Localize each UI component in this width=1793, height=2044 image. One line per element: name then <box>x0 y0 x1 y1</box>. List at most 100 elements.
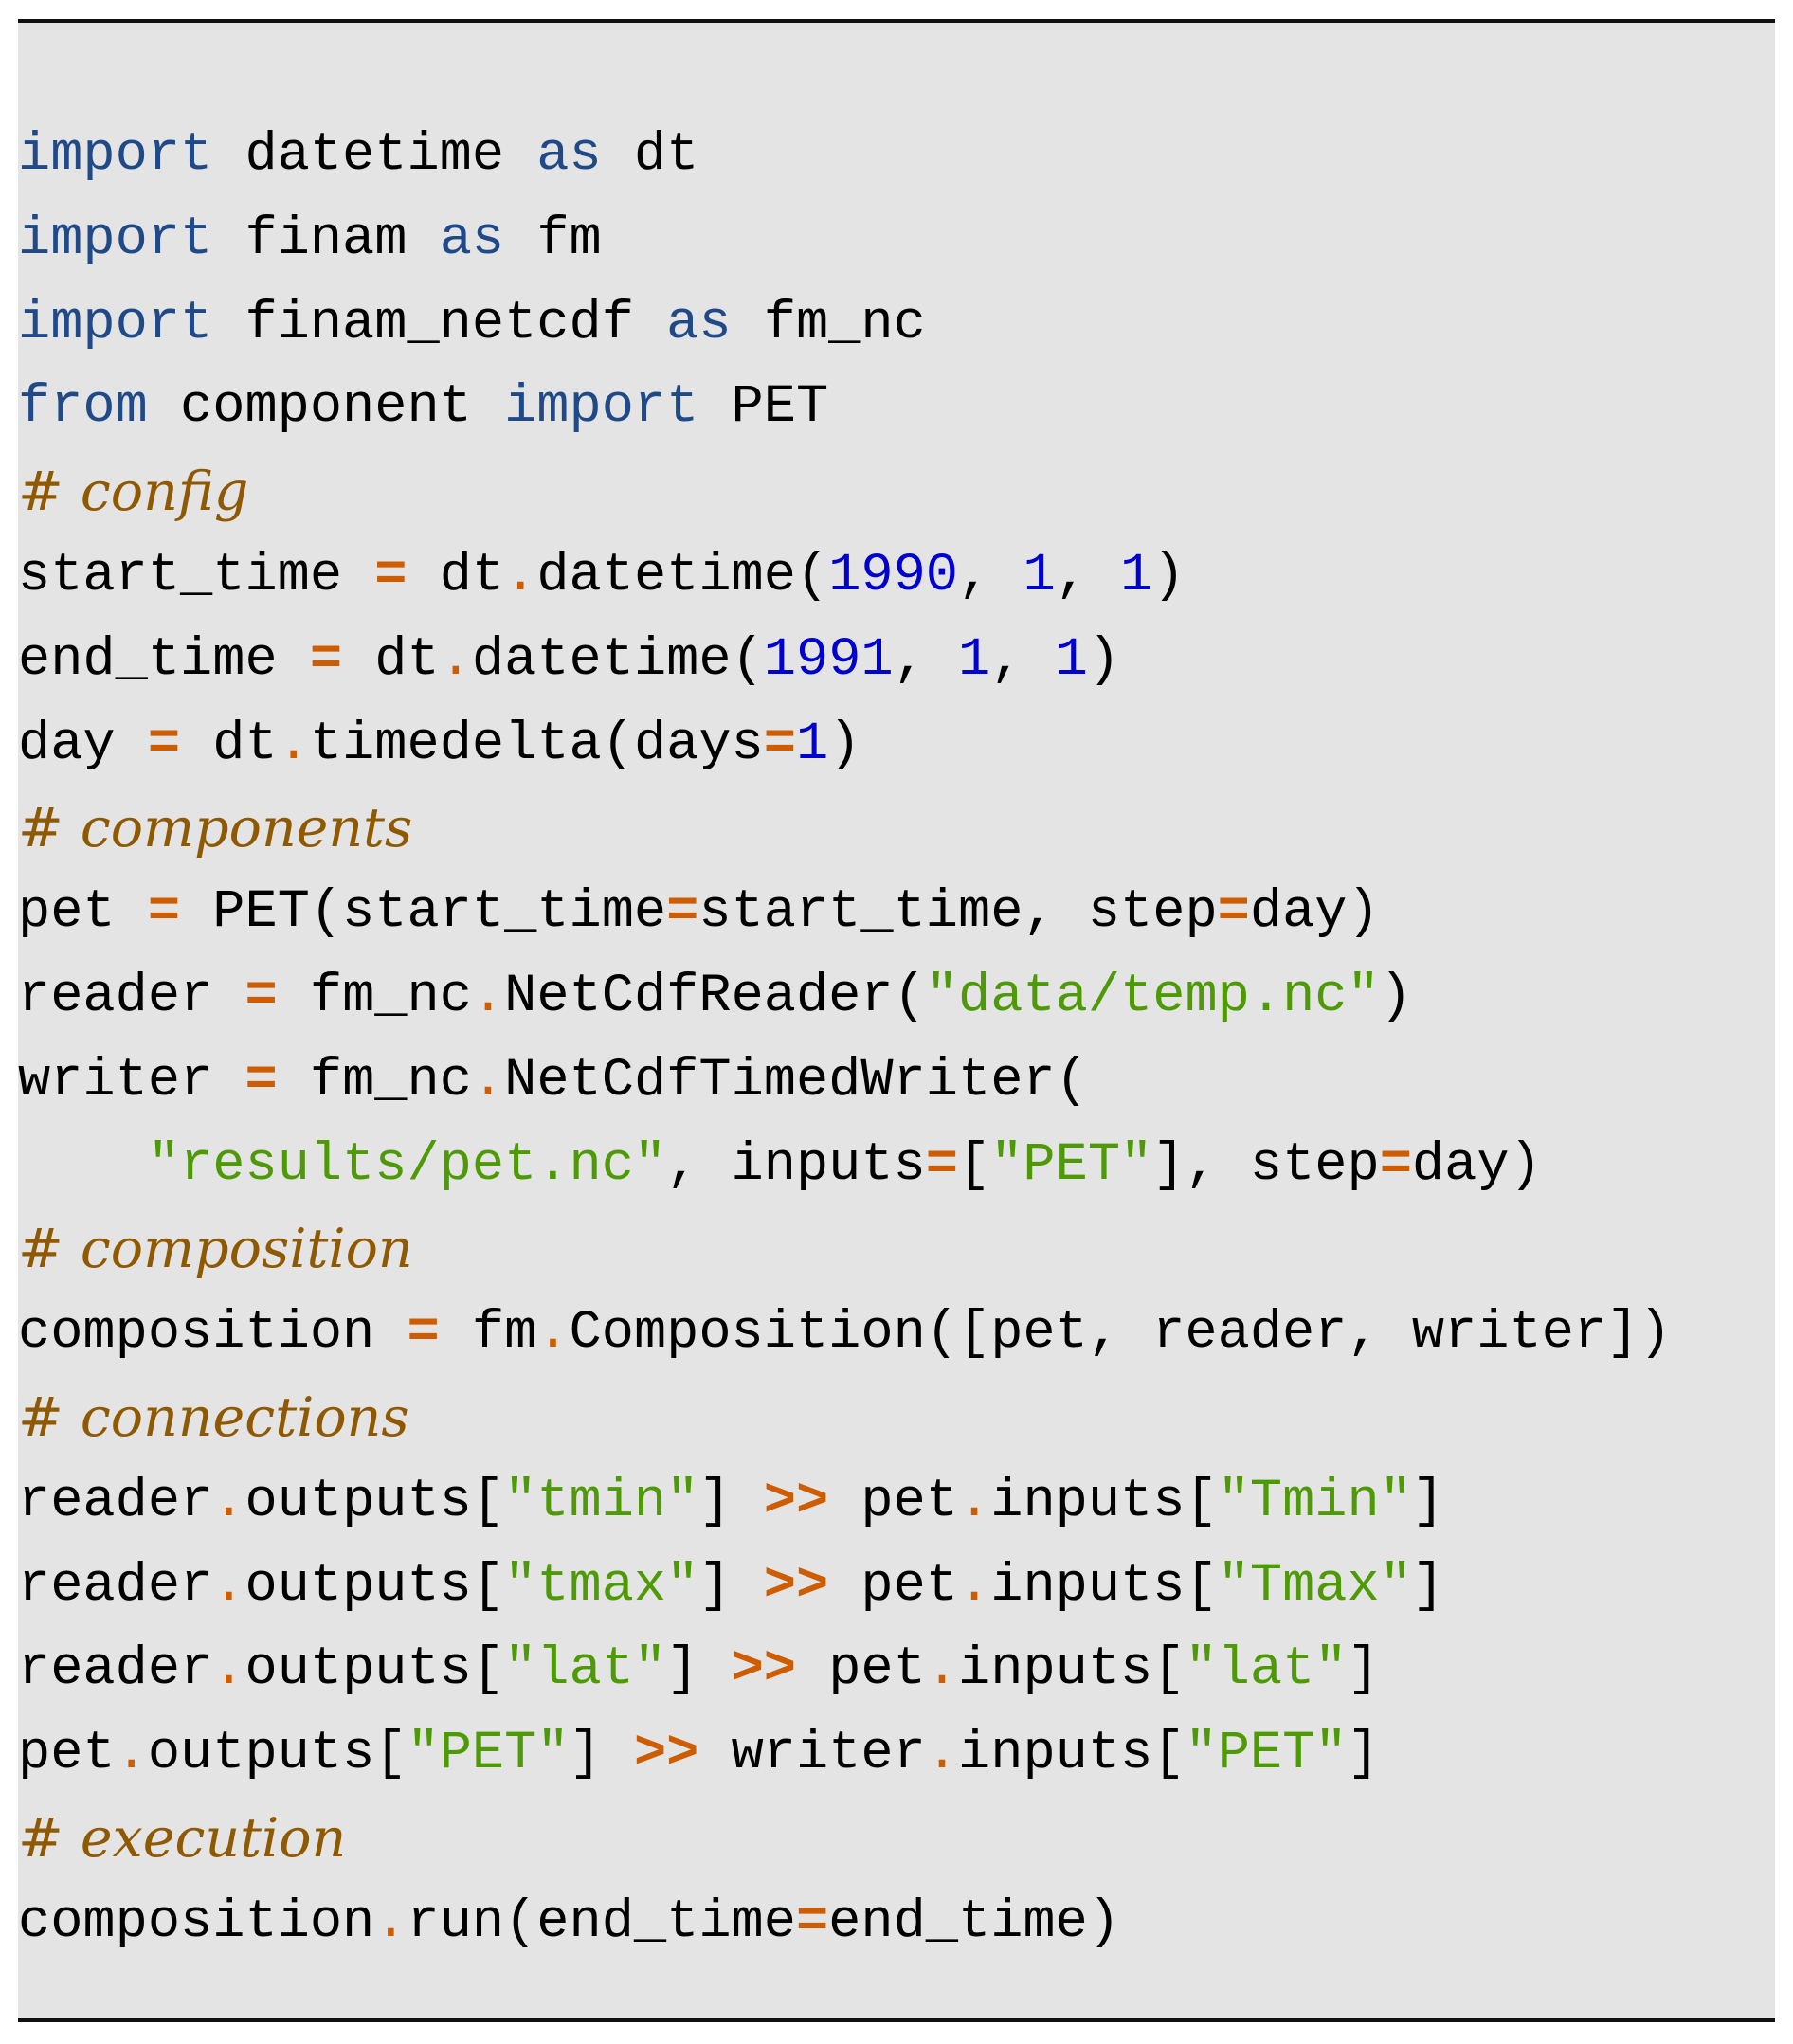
code-text-token: , <box>893 629 959 691</box>
code-line: reader = fm_nc.NetCdfReader("data/temp.n… <box>18 955 1672 1040</box>
code-text-token: composition <box>18 1891 375 1953</box>
string-token: "PET" <box>990 1134 1153 1196</box>
code-line: start_time = dt.datetime(1990, 1, 1) <box>18 534 1672 619</box>
code-text-token: day) <box>1411 1134 1542 1196</box>
code-text-token: finam <box>212 208 440 270</box>
dot-operator-token: . <box>925 1724 959 1785</box>
operator-token: = <box>763 714 796 775</box>
code-line: day = dt.timedelta(days=1) <box>18 703 1672 787</box>
code-text-token: inputs[ <box>958 1639 1186 1701</box>
dot-operator-token: . <box>212 1555 245 1617</box>
comment-token: # connections <box>18 1385 409 1449</box>
string-token: "lat" <box>1185 1639 1348 1701</box>
code-text-token: reader <box>18 1471 213 1532</box>
string-token: "PET" <box>407 1724 570 1785</box>
keyword-token: as <box>536 125 602 186</box>
operator-token: >> <box>731 1639 796 1701</box>
dot-operator-token: . <box>439 629 472 691</box>
code-text-token: start_time, step <box>698 882 1218 944</box>
code-text-token: pet <box>795 1639 926 1701</box>
code-text-token: ] <box>1347 1639 1380 1701</box>
code-line: # components <box>18 787 1672 871</box>
code-text-token: ] <box>1347 1724 1380 1785</box>
code-text-token: ] <box>569 1724 634 1785</box>
code-text-token: , inputs <box>666 1134 926 1196</box>
code-text-token: writer <box>698 1724 926 1785</box>
code-text-token: finam_netcdf <box>212 293 667 354</box>
operator-token: >> <box>633 1724 699 1785</box>
code-line: # config <box>18 450 1672 534</box>
code-text-token: start_time <box>18 545 375 606</box>
code-text-token: fm_nc <box>277 966 472 1027</box>
code-text-token: day <box>18 714 148 775</box>
keyword-token: as <box>439 208 505 270</box>
operator-token: = <box>407 1303 440 1365</box>
operator-token: = <box>309 629 343 691</box>
code-text-token: reader <box>18 966 245 1027</box>
comment-token: # composition <box>18 1218 413 1281</box>
dot-operator-token: . <box>958 1555 991 1617</box>
string-token: "data/temp.nc" <box>925 966 1380 1027</box>
operator-token: = <box>147 882 181 944</box>
code-text-token: fm_nc <box>277 1050 472 1112</box>
code-text-token: PET(start_time <box>180 882 667 944</box>
code-text-token: ] <box>1411 1555 1445 1617</box>
dot-operator-token: . <box>925 1639 959 1701</box>
code-text-token: day) <box>1249 882 1380 944</box>
operator-token: = <box>666 882 699 944</box>
code-text-token: ) <box>1087 629 1121 691</box>
string-token: "Tmax" <box>1217 1555 1412 1617</box>
code-text-token: end_time <box>18 629 310 691</box>
code-text-token: fm <box>504 208 602 270</box>
keyword-token: import <box>504 377 699 439</box>
code-text-token: reader <box>18 1639 213 1701</box>
code-line: reader.outputs["lat"] >> pet.inputs["lat… <box>18 1628 1672 1712</box>
number-token: 1 <box>1055 629 1088 691</box>
comment-token: # components <box>18 797 413 860</box>
comment-token: # execution <box>18 1806 347 1870</box>
code-text-token: run(end_time <box>407 1891 796 1953</box>
number-token: 1 <box>958 629 991 691</box>
number-token: 1 <box>1120 545 1153 606</box>
code-text-token: outputs[ <box>244 1639 505 1701</box>
code-text-token: fm_nc <box>731 293 926 354</box>
code-text-token: PET <box>698 377 829 439</box>
code-line: writer = fm_nc.NetCdfTimedWriter( <box>18 1040 1672 1124</box>
dot-operator-token: . <box>277 714 310 775</box>
code-text-token: Composition([pet, reader, writer]) <box>569 1303 1672 1365</box>
string-token: "Tmin" <box>1217 1471 1412 1532</box>
dot-operator-token: . <box>212 1639 245 1701</box>
dot-operator-token: . <box>115 1724 148 1785</box>
code-text-token: ] <box>698 1555 764 1617</box>
code-text-token: outputs[ <box>244 1471 505 1532</box>
code-line: "results/pet.nc", inputs=["PET"], step=d… <box>18 1124 1672 1208</box>
code-text-token: inputs[ <box>990 1471 1218 1532</box>
code-text-token <box>18 1135 148 1196</box>
dot-operator-token: . <box>536 1303 570 1365</box>
operator-token: = <box>795 1891 829 1953</box>
number-token: 1990 <box>828 545 959 606</box>
code-text-token: dt <box>601 125 699 186</box>
operator-token: = <box>925 1134 958 1196</box>
code-text-token: pet <box>828 1471 959 1532</box>
dot-operator-token: . <box>504 545 537 606</box>
code-line: import finam_netcdf as fm_nc <box>18 282 1672 367</box>
keyword-token: import <box>18 208 213 270</box>
code-text-token: fm <box>439 1303 537 1365</box>
code-text-token: datetime( <box>536 545 829 606</box>
code-text-token: pet <box>18 882 148 944</box>
keyword-token: import <box>18 293 213 354</box>
code-text-token: datetime <box>212 125 537 186</box>
operator-token: >> <box>763 1555 829 1617</box>
code-text-token: end_time) <box>828 1891 1121 1953</box>
code-line: pet = PET(start_time=start_time, step=da… <box>18 871 1672 955</box>
code-line: from component import PET <box>18 366 1672 450</box>
comment-token: # config <box>18 461 249 524</box>
operator-token: = <box>244 1050 278 1112</box>
operator-token: = <box>244 966 278 1027</box>
code-line: reader.outputs["tmin"] >> pet.inputs["Tm… <box>18 1460 1672 1545</box>
code-line: import finam as fm <box>18 198 1672 282</box>
code-text-token: outputs[ <box>147 1724 408 1785</box>
string-token: "lat" <box>504 1639 667 1701</box>
